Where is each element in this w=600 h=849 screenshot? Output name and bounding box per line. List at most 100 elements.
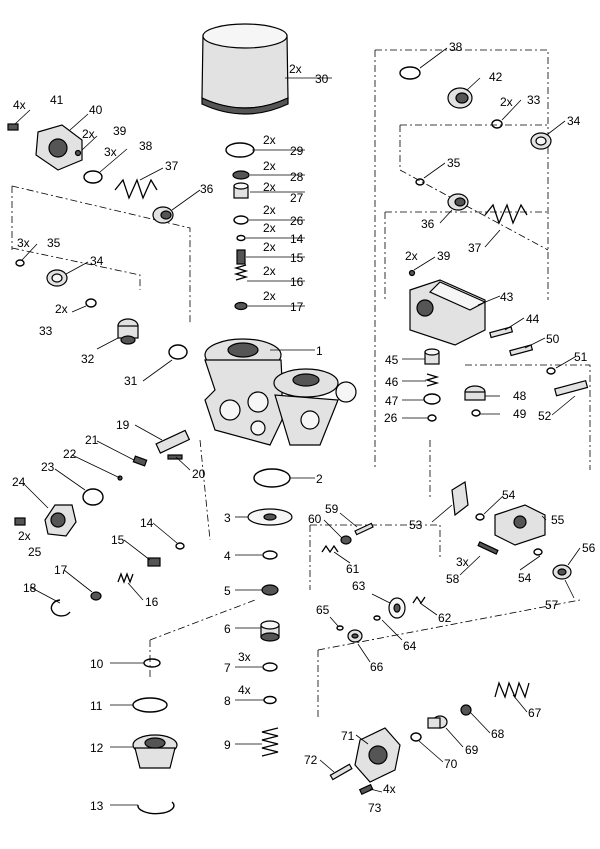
valve-42: [447, 87, 473, 109]
screw-58: [477, 541, 499, 555]
nut-56: [552, 564, 572, 580]
valve-27: [233, 182, 249, 199]
pin-39-left: [74, 149, 82, 157]
spring-37-left: [114, 178, 158, 200]
callout-7-number: 7: [224, 661, 231, 675]
callout-44-number: 44: [526, 312, 540, 326]
callout-62-number: 62: [438, 611, 452, 625]
callout-33-right-qty: 2x: [500, 95, 513, 109]
callout-15-left-number: 15: [111, 533, 125, 547]
o-ring-35-right: [415, 178, 425, 186]
callout-52-number: 52: [538, 409, 552, 423]
callout-17-qty: 2x: [263, 289, 276, 303]
valve-insert-12: [132, 734, 178, 769]
key-21: [132, 455, 148, 467]
callout-51-number: 51: [574, 350, 588, 364]
piston-36-right: [447, 193, 469, 211]
callout-47-number: 47: [385, 394, 399, 408]
callout-43-number: 43: [500, 290, 514, 304]
callout-25-number: 25: [28, 545, 42, 559]
callout-42-number: 42: [489, 70, 503, 84]
callout-9-number: 9: [224, 738, 231, 752]
o-ring-7: [262, 662, 278, 672]
flange-40: [35, 124, 83, 171]
spring-16-left: [117, 572, 134, 584]
o-ring-65: [336, 625, 344, 631]
callout-64-number: 64: [403, 639, 417, 653]
callout-20-number: 20: [192, 467, 206, 481]
callout-16-number: 16: [290, 275, 304, 289]
callout-1-number: 1: [316, 344, 323, 358]
diaphragm-63: [388, 597, 406, 619]
o-ring-23: [82, 488, 104, 506]
callout-36-right-number: 36: [421, 217, 435, 231]
pin-50: [509, 344, 534, 357]
screw-15: [236, 249, 246, 265]
callout-26-number: 26: [290, 214, 304, 228]
circlip-13: [137, 801, 175, 815]
callout-38-right-number: 38: [449, 40, 463, 54]
spring-61: [321, 544, 339, 554]
screw-25: [14, 517, 26, 526]
callout-10-number: 10: [90, 657, 104, 671]
callout-labels: 1 2 3 4 5 6 3x 7 4x 8 9 10 11 12 13 2x 1…: [12, 40, 596, 815]
pin-44: [489, 326, 514, 339]
callout-15-qty: 2x: [263, 240, 276, 254]
callout-25-qty: 2x: [18, 529, 31, 543]
callout-41-qty: 4x: [13, 98, 26, 112]
callout-35-right-number: 35: [447, 156, 461, 170]
callout-56-number: 56: [582, 541, 596, 555]
callout-50-number: 50: [546, 332, 560, 346]
callout-14-number: 14: [290, 232, 304, 246]
callout-66-number: 66: [370, 660, 384, 674]
callout-36-left-number: 36: [200, 182, 214, 196]
callout-11-number: 11: [90, 699, 103, 713]
callout-49-number: 49: [513, 407, 527, 421]
callout-38-left-number: 38: [139, 139, 153, 153]
callout-68-number: 68: [491, 727, 505, 741]
callout-17-left-number: 17: [54, 563, 68, 577]
callout-58-qty: 3x: [456, 555, 469, 569]
callout-34-left-number: 34: [90, 254, 104, 268]
callout-73-qty: 4x: [383, 782, 396, 796]
solenoid-55: [494, 504, 546, 546]
callout-53-number: 53: [409, 518, 423, 532]
pin-39-right: [408, 269, 416, 277]
callout-29-qty: 2x: [263, 133, 276, 147]
washer-68: [460, 704, 472, 716]
callout-13-number: 13: [90, 799, 104, 813]
piston-36-left: [152, 206, 174, 224]
washer-66: [347, 629, 363, 643]
circlip-18: [50, 599, 71, 617]
callout-55-number: 55: [551, 513, 565, 527]
washer-5: [261, 584, 279, 596]
callout-41-number: 41: [50, 93, 64, 107]
seal-34-right: [530, 132, 552, 150]
callout-32-number: 32: [81, 352, 95, 366]
callout-8-number: 8: [224, 694, 231, 708]
callout-14-left-number: 14: [140, 516, 154, 530]
assembly-boundary-lines: [11, 49, 591, 720]
callout-29-number: 29: [290, 144, 304, 158]
callout-34-right-number: 34: [567, 114, 581, 128]
callout-27-qty: 2x: [263, 180, 276, 194]
callout-54-lower-number: 54: [518, 571, 532, 585]
callout-6-number: 6: [224, 622, 231, 636]
callout-28-qty: 2x: [263, 159, 276, 173]
seal-ring-11: [132, 697, 168, 713]
o-ring-64: [373, 615, 381, 621]
piston-6: [260, 620, 280, 642]
callout-69-number: 69: [465, 743, 479, 757]
spring-46: [424, 373, 440, 387]
o-ring-35-left: [15, 259, 25, 267]
screw-15-left: [147, 557, 161, 567]
shaft-52: [553, 379, 589, 397]
diaphragm-3: [247, 508, 293, 526]
callout-54-upper-number: 54: [502, 488, 516, 502]
callout-24-number: 24: [12, 475, 26, 489]
callout-5-number: 5: [224, 584, 231, 598]
o-ring-26: [233, 215, 249, 225]
shaft-19: [155, 429, 191, 454]
bracket-53: [451, 481, 469, 517]
pin-20: [167, 454, 183, 460]
